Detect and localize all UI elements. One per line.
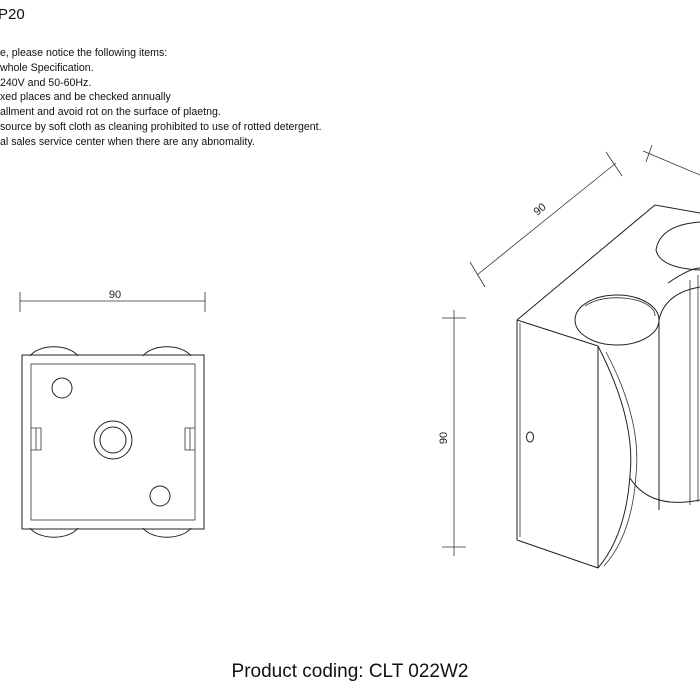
depth-label: 90 bbox=[532, 201, 549, 218]
note-line: xed places and be checked annually bbox=[0, 91, 171, 104]
isometric-view: 90 90 bbox=[438, 144, 700, 569]
top-width-label: 90 bbox=[109, 289, 121, 301]
side-screw bbox=[526, 431, 534, 443]
product-coding: Product coding: CLT 022W2 bbox=[231, 661, 469, 682]
depth-dimension: 90 bbox=[469, 144, 700, 288]
top-view: 90 bbox=[19, 289, 206, 538]
note-line: 240V and 50-60Hz. bbox=[0, 76, 92, 89]
note-line: e, please notice the following items: bbox=[0, 47, 168, 59]
note-line: source by soft cloth as cleaning prohibi… bbox=[0, 120, 322, 133]
top-view-body bbox=[21, 354, 205, 530]
mounting-hole bbox=[51, 377, 73, 399]
notes-list: e, please notice the following items: wh… bbox=[0, 46, 322, 150]
cable-hole bbox=[93, 420, 133, 460]
note-line: al sales service center when there are a… bbox=[0, 135, 255, 148]
top-width-dimension: 90 bbox=[19, 289, 206, 312]
height-label: 90 bbox=[438, 432, 450, 444]
mounting-hole bbox=[149, 485, 171, 507]
height-dimension: 90 bbox=[438, 310, 466, 556]
spec-title: P20 bbox=[0, 6, 25, 23]
note-line: whole Specification. bbox=[0, 61, 94, 74]
light-opening bbox=[574, 294, 660, 346]
note-line: allment and avoid rot on the surface of … bbox=[0, 106, 221, 119]
